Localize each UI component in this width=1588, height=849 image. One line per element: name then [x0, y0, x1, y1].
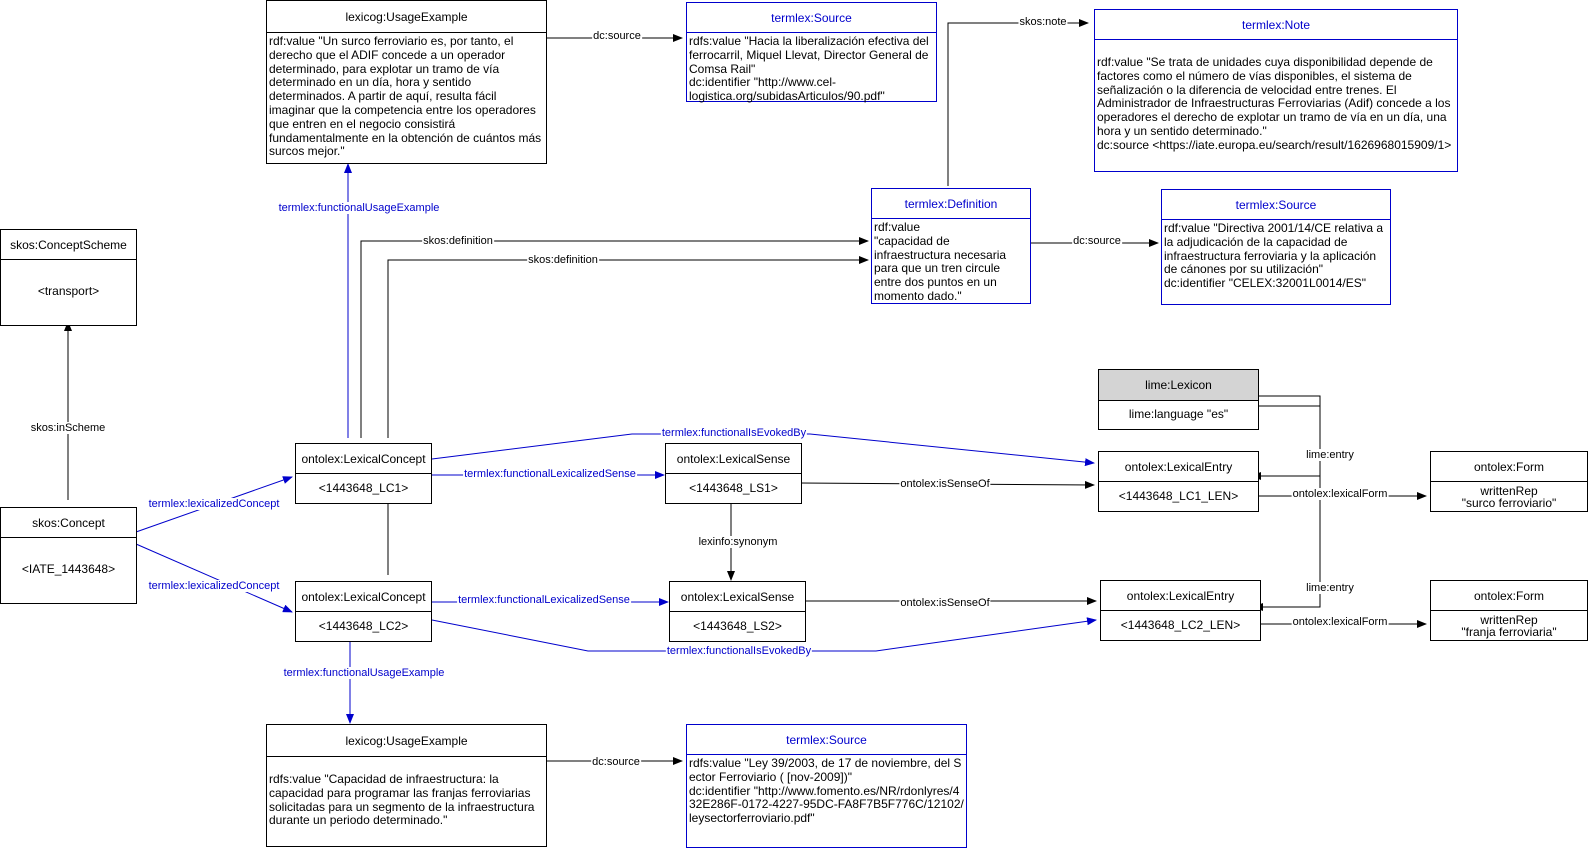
node-body: <1443648_LC1>	[318, 481, 409, 496]
lexical-entry-le2-node[interactable]: ontolex:LexicalEntry <1443648_LC2_LEN>	[1100, 580, 1261, 641]
label-lexicalized-sense-1: termlex:functionalLexicalizedSense	[463, 468, 637, 480]
lexical-sense-ls1-node[interactable]: ontolex:LexicalSense <1443648_LS1>	[665, 443, 802, 504]
source-3-node[interactable]: termlex:Source rdfs:value "Ley 39/2003, …	[686, 724, 967, 848]
node-title: ontolex:LexicalSense	[666, 444, 801, 474]
node-title: skos:ConceptScheme	[1, 230, 136, 260]
label-entry-1: lime:entry	[1305, 449, 1355, 461]
label-entry-2: lime:entry	[1305, 582, 1355, 594]
form-surco-node[interactable]: ontolex:Form writtenRep "surco ferroviar…	[1430, 451, 1588, 512]
node-title: ontolex:LexicalEntry	[1099, 452, 1258, 482]
node-body: writtenRep "franja ferroviaria"	[1461, 612, 1557, 639]
lexical-concept-lc2-node[interactable]: ontolex:LexicalConcept <1443648_LC2>	[295, 581, 432, 642]
node-body: rdfs:value "Ley 39/2003, de 17 de noviem…	[689, 756, 964, 826]
label-sense-of-2: ontolex:isSenseOf	[899, 597, 991, 609]
lexical-sense-ls2-node[interactable]: ontolex:LexicalSense <1443648_LS2>	[669, 581, 806, 642]
label-source-usage-2: dc:source	[591, 756, 641, 768]
lexical-entry-le1-node[interactable]: ontolex:LexicalEntry <1443648_LC1_LEN>	[1098, 451, 1259, 512]
note-node[interactable]: termlex:Note rdf:value "Se trata de unid…	[1094, 9, 1458, 172]
label-lexicalized-concept-1: termlex:lexicalizedConcept	[147, 498, 281, 510]
node-title: termlex:Source	[687, 3, 936, 33]
definition-node[interactable]: termlex:Definition rdf:value "capacidad …	[871, 188, 1031, 304]
node-title: termlex:Source	[1162, 190, 1390, 220]
edge-definition-2	[387, 256, 869, 438]
usage-example-2-node[interactable]: lexicog:UsageExample rdfs:value "Capacid…	[266, 724, 547, 847]
label-source-usage-1: dc:source	[592, 30, 642, 42]
lexicon-node[interactable]: lime:Lexicon lime:language "es"	[1098, 369, 1259, 430]
node-body: <1443648_LS1>	[689, 481, 778, 496]
node-body: rdf:value "Un surco ferroviario es, por …	[269, 34, 542, 159]
node-body: rdf:value "Directiva 2001/14/CE relativa…	[1164, 221, 1384, 291]
edge-note	[947, 19, 1089, 186]
node-body: rdfs:value "Hacia la liberalización efec…	[689, 34, 929, 104]
label-lexical-form-2: ontolex:lexicalForm	[1291, 616, 1389, 628]
source-2-node[interactable]: termlex:Source rdf:value "Directiva 2001…	[1161, 189, 1391, 305]
node-body: <IATE_1443648>	[21, 562, 116, 577]
edge-entry-2	[1252, 405, 1321, 611]
node-title: termlex:Note	[1095, 10, 1457, 40]
node-title: skos:Concept	[1, 508, 136, 538]
label-lexical-form-1: ontolex:lexicalForm	[1291, 488, 1389, 500]
node-body: lime:language "es"	[1128, 407, 1229, 422]
concept-node[interactable]: skos:Concept <IATE_1443648>	[0, 507, 137, 604]
label-sense-of-1: ontolex:isSenseOf	[899, 478, 991, 490]
concept-scheme-node[interactable]: skos:ConceptScheme <transport>	[0, 229, 137, 326]
label-definition-source: dc:source	[1072, 235, 1122, 247]
node-body: <1443648_LC2>	[318, 619, 409, 634]
node-title: ontolex:LexicalConcept	[296, 582, 431, 612]
node-body: <transport>	[37, 284, 100, 299]
usage-example-1-node[interactable]: lexicog:UsageExample rdf:value "Un surco…	[266, 0, 547, 164]
node-body: rdf:value "Se trata de unidades cuya dis…	[1097, 55, 1452, 152]
node-title: ontolex:Form	[1431, 452, 1587, 482]
edge-lexicalized-concept-2	[135, 543, 293, 613]
label-definition-2: skos:definition	[527, 254, 599, 266]
node-body: rdfs:value "Capacidad de infraestructura…	[269, 772, 535, 828]
label-usage-example-2: termlex:functionalUsageExample	[282, 667, 446, 679]
node-title: ontolex:LexicalEntry	[1101, 581, 1260, 611]
label-note: skos:note	[1018, 16, 1068, 28]
node-title: ontolex:LexicalSense	[670, 582, 805, 612]
label-evoked-by-1: termlex:functionalIsEvokedBy	[660, 427, 808, 439]
node-body: <1443648_LC2_LEN>	[1120, 618, 1241, 633]
label-definition-1: skos:definition	[422, 235, 494, 247]
label-evoked-by-2: termlex:functionalIsEvokedBy	[665, 645, 813, 657]
node-body: writtenRep "surco ferroviario"	[1461, 483, 1557, 510]
node-body: <1443648_LS2>	[693, 619, 782, 634]
label-in-scheme: skos:inScheme	[29, 422, 107, 434]
node-body: <1443648_LC1_LEN>	[1118, 489, 1239, 504]
node-title: termlex:Source	[687, 725, 966, 755]
label-usage-example-1: termlex:functionalUsageExample	[277, 202, 441, 214]
label-lexicalized-sense-2: termlex:functionalLexicalizedSense	[457, 594, 631, 606]
node-title: ontolex:LexicalConcept	[296, 444, 431, 474]
form-franja-node[interactable]: ontolex:Form writtenRep "franja ferrovia…	[1430, 580, 1588, 641]
node-title: ontolex:Form	[1431, 581, 1587, 611]
lexical-concept-lc1-node[interactable]: ontolex:LexicalConcept <1443648_LC1>	[295, 443, 432, 504]
edge-definition-1	[360, 237, 869, 438]
node-title: termlex:Definition	[872, 189, 1030, 219]
node-title: lexicog:UsageExample	[267, 1, 546, 33]
node-title: lexicog:UsageExample	[267, 725, 546, 757]
label-synonym: lexinfo:synonym	[697, 536, 779, 548]
node-title: lime:Lexicon	[1099, 370, 1258, 401]
edge-entry-1	[1251, 395, 1321, 480]
source-1-node[interactable]: termlex:Source rdfs:value "Hacia la libe…	[686, 2, 937, 103]
node-body: rdf:value "capacidad de infraestructura …	[874, 220, 1007, 303]
label-lexicalized-concept-2: termlex:lexicalizedConcept	[147, 580, 281, 592]
